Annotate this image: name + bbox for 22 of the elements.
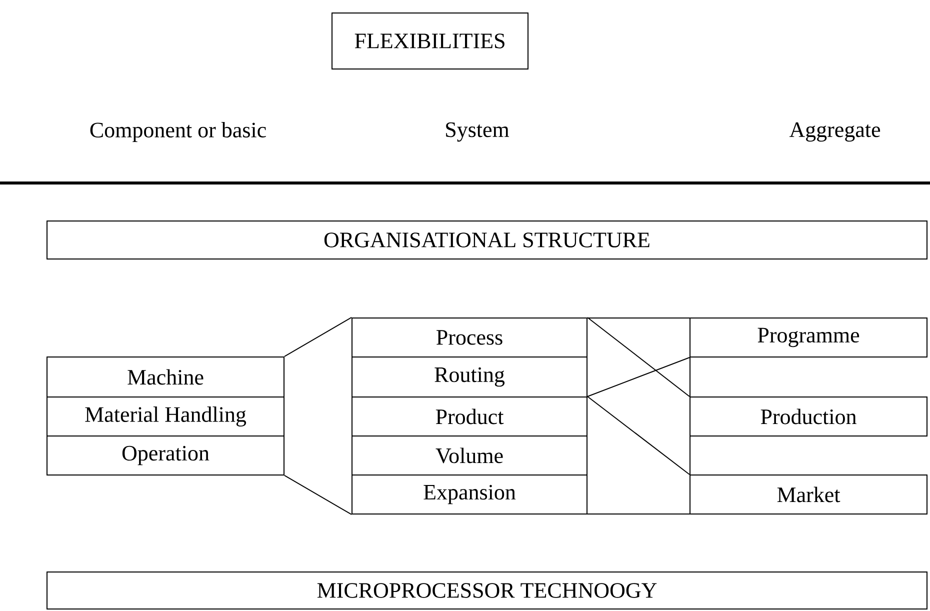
table-cell: Process — [352, 318, 588, 358]
connector-line — [587, 357, 690, 397]
table-cell: Machine — [46, 356, 284, 398]
table-cell: Programme — [690, 318, 928, 358]
table-cell: Market — [690, 474, 928, 514]
table-cell: Production — [690, 396, 928, 436]
column-heading: System — [446, 122, 510, 142]
table-cell: Expansion — [352, 474, 588, 514]
band-box: MICROPROCESSOR TECHNOOGY — [46, 571, 928, 610]
table-cell: Operation — [46, 435, 284, 476]
column-heading: Component or basic — [90, 122, 266, 142]
table-cell: Volume — [352, 435, 588, 476]
title-box: FLEXIBILITIES — [332, 12, 528, 70]
connector-line — [284, 317, 352, 357]
table-cell: Routing — [352, 356, 588, 398]
connector-line — [587, 317, 690, 397]
connector-line — [587, 396, 690, 475]
table-cell: Material Handling — [46, 396, 284, 436]
column-heading: Aggregate — [789, 122, 880, 142]
table-cell: Product — [352, 396, 588, 436]
connector-line — [284, 474, 352, 515]
band-box: ORGANISATIONAL STRUCTURE — [46, 220, 928, 260]
